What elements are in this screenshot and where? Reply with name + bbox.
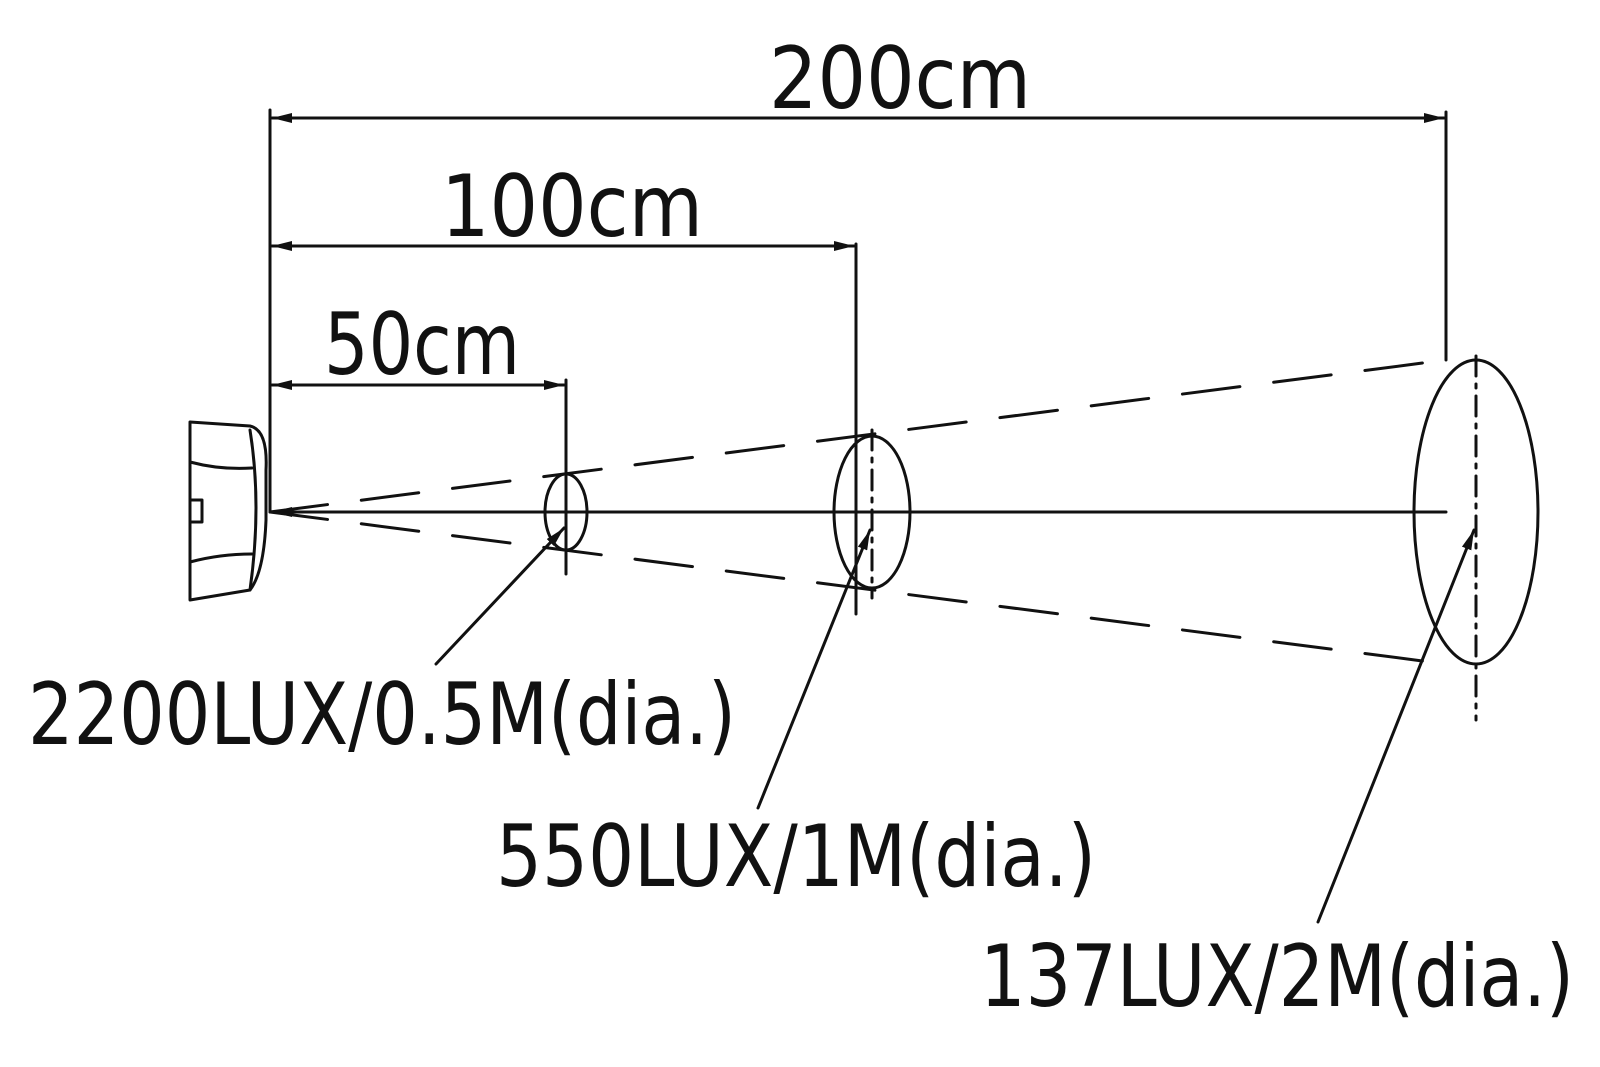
lamp-icon <box>188 420 268 602</box>
dimension-label-200: 200cm <box>769 29 1031 129</box>
dimension-label-100: 100cm <box>441 157 703 257</box>
callout-label-2m: 137LUX/2M(dia.) <box>980 927 1574 1027</box>
dimension-label-50: 50cm <box>324 295 520 395</box>
leader-arrow-0.5m <box>434 526 566 666</box>
beam-edge-lower <box>268 510 1448 666</box>
leader-arrow-1m <box>756 528 872 810</box>
beam-edge-upper <box>268 358 1448 514</box>
callout-label-1m: 550LUX/1M(dia.) <box>496 807 1096 907</box>
leader-arrow-2m <box>1316 528 1476 924</box>
callout-label-0.5m: 2200LUX/0.5M(dia.) <box>28 665 736 765</box>
